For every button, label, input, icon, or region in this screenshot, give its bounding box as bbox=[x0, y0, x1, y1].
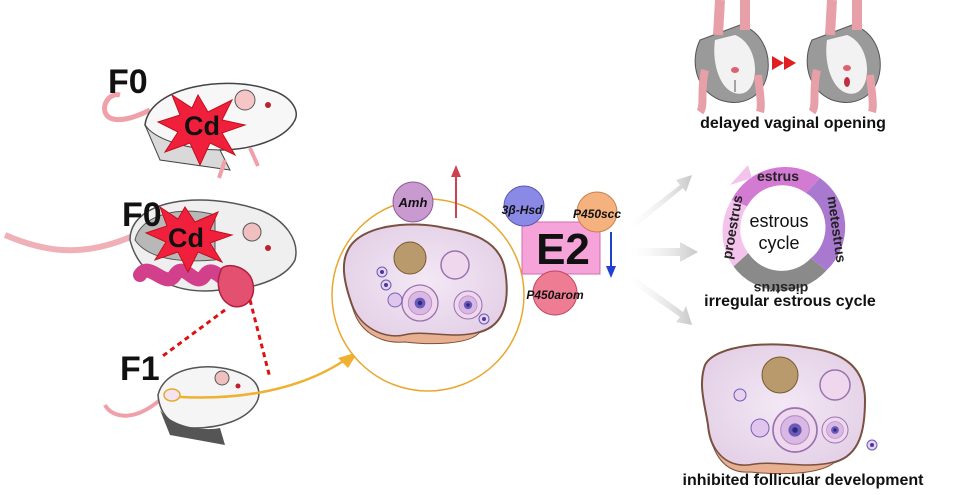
cycle-center-1: estrous bbox=[749, 211, 808, 231]
dashed-connector bbox=[159, 299, 272, 379]
scc-label: P450scc bbox=[573, 207, 621, 221]
fan-arrows bbox=[628, 175, 698, 325]
yellow-curved-arrow bbox=[179, 358, 346, 399]
vaginal-mouse-right bbox=[806, 0, 881, 115]
cd-label-top: Cd bbox=[184, 111, 220, 141]
stage-diestrus: diestrus bbox=[754, 281, 809, 297]
hsd-label: 3β-Hsd bbox=[502, 203, 543, 217]
ovary-inhibited bbox=[701, 343, 878, 475]
up-arrow bbox=[451, 165, 461, 218]
amh-node: Amh bbox=[392, 181, 434, 223]
cd-star-mid bbox=[144, 205, 234, 274]
caption-vaginal: delayed vaginal opening bbox=[700, 115, 886, 132]
label-f1: F1 bbox=[120, 350, 160, 388]
down-arrow bbox=[606, 232, 616, 278]
red-double-arrow bbox=[772, 56, 796, 70]
arom-label: P450arom bbox=[526, 288, 584, 302]
amh-label: Amh bbox=[398, 195, 428, 210]
label-f0-mid: F0 bbox=[122, 196, 162, 234]
cd-label-mid: Cd bbox=[168, 223, 204, 253]
cd-star-top bbox=[156, 93, 247, 167]
e2-cluster: E2 3β-Hsd P450scc P450arom bbox=[502, 185, 621, 316]
caption-follicle: inhibited follicular development bbox=[683, 472, 925, 489]
e2-label: E2 bbox=[536, 225, 590, 274]
estrous-cycle-ring: estrus metestrus diestrus proestrus estr… bbox=[719, 165, 850, 297]
stage-estrus: estrus bbox=[757, 168, 799, 184]
cycle-center-2: cycle bbox=[758, 233, 799, 253]
label-f0-top: F0 bbox=[108, 63, 148, 101]
vaginal-mouse-left bbox=[694, 0, 769, 115]
caption-cycle: irregular estrous cycle bbox=[704, 293, 876, 310]
ovary-zoom-circle bbox=[331, 198, 525, 392]
